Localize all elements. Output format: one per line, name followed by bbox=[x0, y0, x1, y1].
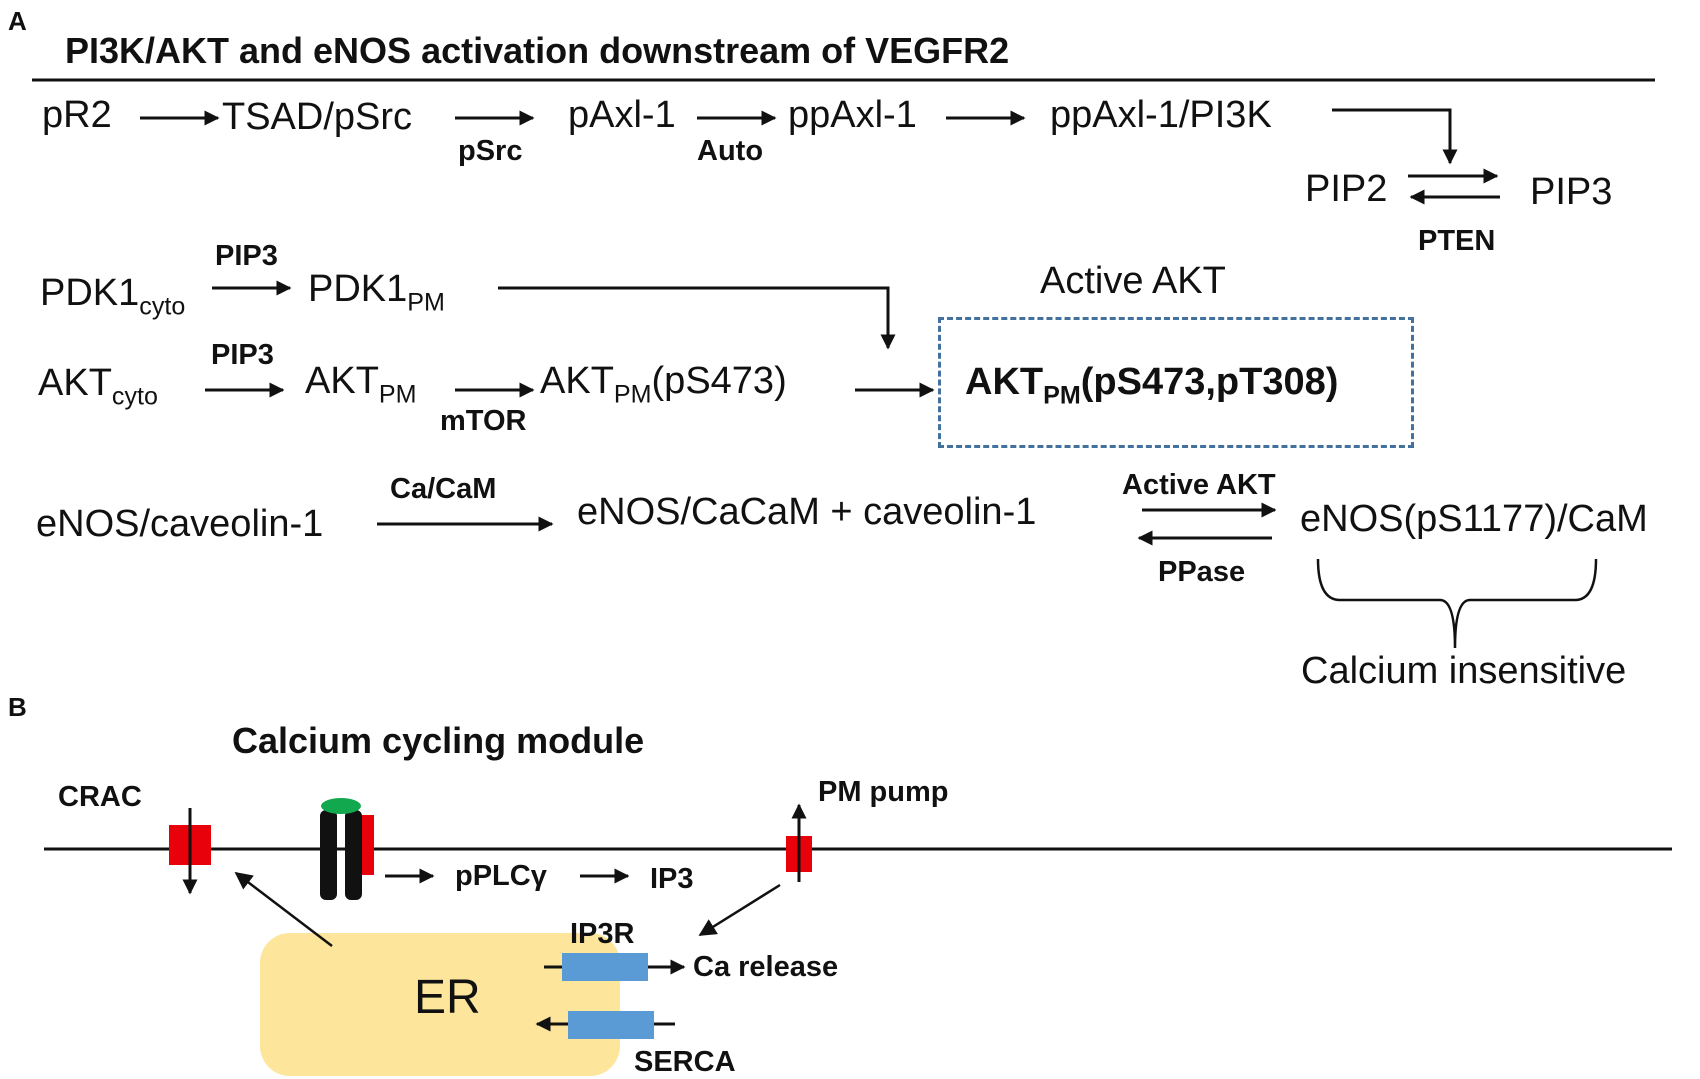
er-to-pm-pump-arrow bbox=[698, 883, 781, 937]
label-calcium-insensitive: Calcium insensitive bbox=[1301, 650, 1627, 692]
ip3r-channel bbox=[562, 953, 648, 981]
node-enos-caveolin: eNOS/caveolin-1 bbox=[36, 503, 324, 545]
panel-b-letter: B bbox=[8, 692, 27, 722]
label-pdk1-pip3: PIP3 bbox=[215, 240, 278, 272]
panel-b-title: Calcium cycling module bbox=[232, 720, 645, 761]
calcium-insensitive-brace bbox=[1316, 558, 1598, 649]
arrow-pi3k-to-pip bbox=[1332, 108, 1458, 165]
node-pdk1-cyto: PDK1cyto bbox=[40, 272, 186, 321]
label-pten: PTEN bbox=[1418, 225, 1496, 257]
label-ca-release: Ca release bbox=[693, 951, 839, 983]
label-pm-pump: PM pump bbox=[818, 776, 949, 808]
panel-a-title: PI3K/AKT and eNOS activation downstream … bbox=[65, 30, 1010, 71]
label-ppase: PPase bbox=[1158, 556, 1246, 588]
label-crac: CRAC bbox=[58, 781, 142, 813]
node-ppaxl: ppAxl-1 bbox=[788, 94, 917, 136]
label-psrc: pSrc bbox=[458, 135, 523, 167]
arrow-pdk1-to-active-akt bbox=[498, 286, 896, 350]
er-body bbox=[260, 933, 620, 1076]
node-pip3: PIP3 bbox=[1530, 171, 1613, 213]
label-ip3r: IP3R bbox=[570, 918, 635, 950]
label-akt-pip3: PIP3 bbox=[211, 339, 274, 371]
er-to-crac-arrow bbox=[234, 871, 333, 947]
label-enos-active-akt: Active AKT bbox=[1122, 469, 1276, 501]
label-er: ER bbox=[414, 971, 481, 1024]
label-auto: Auto bbox=[697, 135, 764, 167]
label-ca-cam: Ca/CaM bbox=[390, 473, 497, 505]
node-akt-pm: AKTPM bbox=[305, 360, 417, 409]
node-tsad-psrc: TSAD/pSrc bbox=[222, 96, 413, 138]
label-serca: SERCA bbox=[634, 1046, 736, 1078]
node-enos-cacam: eNOS/CaCaM + caveolin-1 bbox=[577, 491, 1037, 533]
receptor-left bbox=[320, 810, 337, 900]
node-ppaxl-pi3k: ppAxl-1/PI3K bbox=[1050, 94, 1272, 136]
node-akt-cyto: AKTcyto bbox=[38, 362, 158, 411]
node-akt-ps473: AKTPM(pS473) bbox=[540, 360, 787, 409]
serca-pump bbox=[568, 1011, 654, 1039]
receptor-kinase-domain bbox=[362, 815, 374, 875]
node-pip2: PIP2 bbox=[1305, 168, 1388, 210]
node-paxl: pAxl-1 bbox=[568, 94, 676, 136]
label-mtor: mTOR bbox=[440, 405, 527, 437]
label-ip3: IP3 bbox=[650, 863, 694, 895]
node-pdk1-pm: PDK1PM bbox=[308, 268, 445, 317]
active-akt-box bbox=[938, 317, 1414, 448]
ligand-vegf bbox=[321, 798, 361, 814]
node-active-akt: AKTPM(pS473,pT308) bbox=[965, 361, 1339, 410]
panel-a-letter: A bbox=[8, 6, 27, 36]
label-pplcg: pPLCγ bbox=[455, 860, 547, 892]
label-active-akt: Active AKT bbox=[1040, 260, 1226, 302]
node-enos-ps1177: eNOS(pS1177)/CaM bbox=[1300, 498, 1648, 540]
node-pr2: pR2 bbox=[42, 94, 112, 136]
receptor-right bbox=[345, 810, 362, 900]
